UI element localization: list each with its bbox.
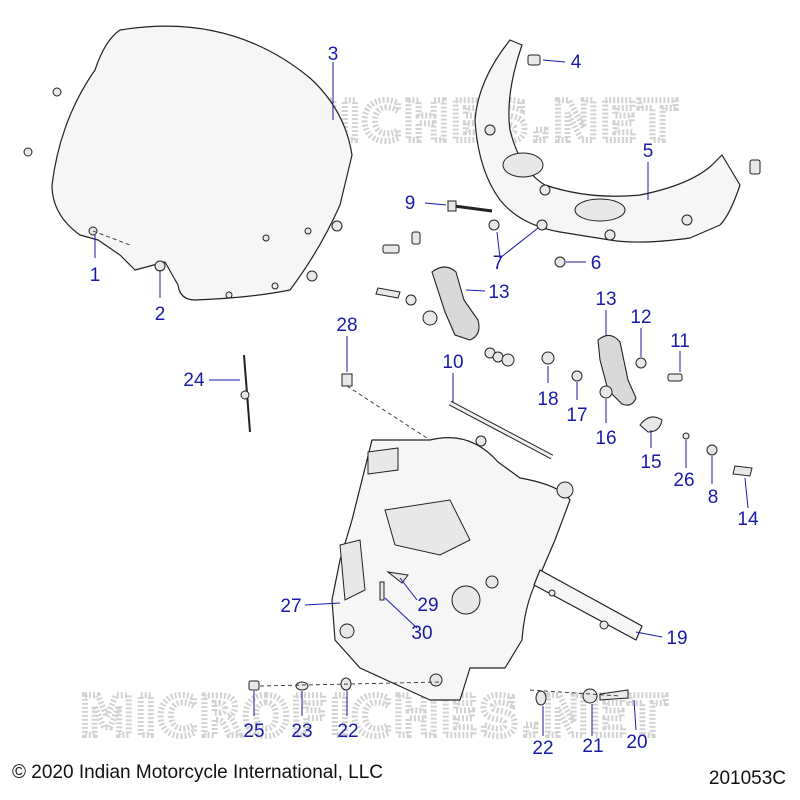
washer-26 (682, 432, 690, 440)
drawing-number: 201053C (708, 768, 786, 789)
callout-1: 1 (90, 265, 101, 286)
callouts: 1 2 3 4 5 6 7 8 9 10 11 12 13 13 14 15 1… (90, 44, 759, 759)
callout-2: 2 (155, 304, 166, 325)
upper-bracket (474, 39, 761, 243)
cable-24 (240, 354, 251, 433)
callout-28: 28 (336, 315, 357, 336)
callout-27: 27 (280, 596, 301, 617)
callout-17: 17 (566, 405, 587, 426)
spring-15 (639, 416, 663, 433)
callout-7: 7 (493, 253, 504, 274)
callout-14: 14 (737, 509, 759, 530)
washer-17 (571, 370, 583, 382)
bolt-9 (447, 200, 493, 213)
copyright-notice: © 2020 Indian Motorcycle International, … (12, 762, 383, 783)
bolt-11 (667, 373, 683, 382)
washer-16 (599, 385, 613, 399)
screw-30 (379, 581, 385, 601)
callout-24: 24 (183, 370, 205, 391)
callout-13-left: 13 (488, 282, 509, 303)
clip-29 (386, 571, 409, 584)
callout-29: 29 (417, 595, 438, 616)
callout-21: 21 (582, 736, 603, 757)
leader-lines (94, 59, 749, 736)
callout-8: 8 (708, 487, 719, 508)
nut-7b (536, 219, 548, 231)
callout-22-left: 22 (337, 721, 358, 742)
callout-20: 20 (626, 732, 647, 753)
arm-13-right (541, 334, 753, 477)
shaft-10 (448, 400, 554, 460)
callout-6: 6 (591, 253, 602, 274)
callout-12: 12 (630, 307, 651, 328)
bushing-12 (635, 357, 647, 369)
callout-4: 4 (571, 52, 582, 73)
callout-22-right: 22 (532, 738, 553, 759)
nut-6 (554, 256, 566, 268)
windshield (23, 25, 353, 301)
screw-28 (341, 373, 353, 387)
callout-5: 5 (643, 141, 654, 162)
main-frame (331, 435, 574, 701)
arm-13-left (375, 231, 515, 367)
callout-10: 10 (442, 352, 463, 373)
washer-8 (706, 444, 718, 456)
callout-30: 30 (411, 623, 432, 644)
callout-18: 18 (537, 389, 558, 410)
bolt-14 (732, 465, 753, 477)
callout-3: 3 (328, 44, 339, 65)
nut-7a (488, 219, 500, 231)
bushing-18 (541, 351, 555, 365)
callout-23: 23 (291, 721, 312, 742)
bottom-hardware (248, 677, 629, 706)
callout-13-right: 13 (595, 289, 616, 310)
callout-11: 11 (670, 331, 690, 352)
callout-16: 16 (595, 428, 616, 449)
side-rail-19 (533, 569, 643, 641)
watermark-bottom: MICROFICHES.NET (80, 685, 668, 748)
callout-19: 19 (666, 628, 687, 649)
callout-26: 26 (673, 470, 694, 491)
callout-25: 25 (243, 721, 264, 742)
callout-15: 15 (640, 452, 661, 473)
callout-9: 9 (405, 193, 416, 214)
